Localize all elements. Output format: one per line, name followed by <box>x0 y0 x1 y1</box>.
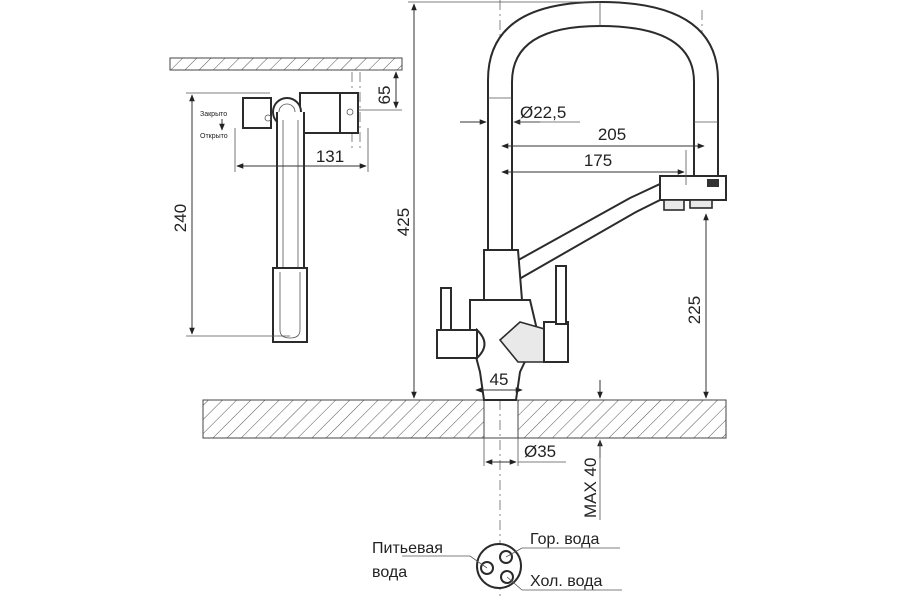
dim-side-height: 240 <box>171 204 190 232</box>
dim-spout-height: 225 <box>685 296 704 324</box>
handle-drinking <box>436 329 478 359</box>
front-view: 425 Ø22,5 205 175 225 45 Ø35 MAX 40 <box>202 0 727 600</box>
dim-max-thickness: MAX 40 <box>581 458 600 518</box>
dim-base-width: 45 <box>490 370 509 389</box>
dim-side-depth: 131 <box>316 147 344 166</box>
dim-total-height: 425 <box>394 208 413 236</box>
dim-reach-filter: 175 <box>584 151 612 170</box>
countertop-hatch <box>202 399 727 439</box>
connections-legend: Питьевая вода Гор. вода Хол. вода <box>372 531 622 591</box>
dim-mount-diameter: Ø35 <box>524 442 556 461</box>
handle-mixer <box>543 321 569 363</box>
side-handle <box>339 92 359 134</box>
label-cold-water: Хол. вода <box>530 573 602 590</box>
label-hot-water: Гор. вода <box>530 531 599 548</box>
dim-reach-main: 205 <box>598 125 626 144</box>
side-body-left <box>242 97 272 129</box>
body-upper <box>483 249 524 301</box>
side-spout-head <box>272 267 308 343</box>
side-view: Закрыто Открыто 240 131 65 <box>169 57 403 343</box>
dim-spout-diameter: Ø22,5 <box>520 103 566 122</box>
valve-closed-label: Закрыто <box>200 111 227 118</box>
filter-spout <box>501 182 661 284</box>
valve-open-label: Открыто <box>200 133 228 140</box>
dim-side-top: 65 <box>375 86 394 105</box>
label-drinking-line2: вода <box>372 564 407 581</box>
side-body-mid <box>299 92 341 134</box>
label-drinking-line1: Питьевая <box>372 540 443 557</box>
side-wall-hatch <box>169 57 403 71</box>
